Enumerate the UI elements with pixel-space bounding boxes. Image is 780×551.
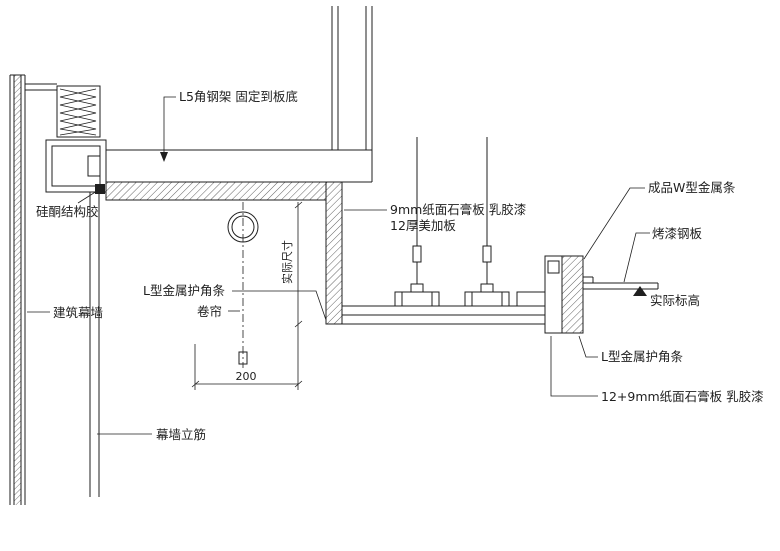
label-steel: 烤漆钢板 [652,226,703,241]
roller-curtain [227,202,259,368]
label-l5-angle: L5角钢架 固定到板底 [179,89,298,104]
elevation-marker-triangle [633,286,647,296]
arrow-down-icon [160,152,168,162]
steel-plate [583,276,659,296]
dimension-200-text: 200 [236,370,257,383]
label-w-strip: 成品W型金属条 [648,180,736,195]
label-silicone: 硅酮结构胶 [36,204,99,219]
leader-board129 [550,336,598,397]
label-level: 实际标高 [650,293,700,308]
hanger-carrier-2 [464,137,510,307]
carrier-channel [394,291,440,307]
w-strip-profile [547,260,560,274]
silicone-sealant-block [95,184,105,194]
leader-w-strip [583,187,645,260]
label-roller: 卷帘 [197,304,222,319]
roller-drum [227,211,259,243]
label-board129: 12+9mm纸面石膏板 乳胶漆 [601,389,764,404]
insulation-batt [56,85,101,138]
hanger-adjuster [482,245,492,263]
label-mega12: 12厚美加板 [390,218,456,233]
label-board9: 9mm纸面石膏板 乳胶漆 [390,202,526,217]
label-l-corner-right: L型金属护角条 [601,349,683,364]
leader-silicone [77,190,98,204]
leader-l5-angle [163,96,176,152]
bulkhead-board [325,181,343,325]
dimension-actual-size-text: 实际尺寸 [280,240,294,284]
label-stud: 幕墙立筋 [156,427,206,442]
carrier-channel [464,291,510,307]
dimension-lines [191,201,303,390]
ceiling-boards [326,305,545,325]
leader-steel [623,232,650,283]
roller-bottom-bar [238,351,248,365]
edge-assembly [544,255,584,334]
curtainwall-stud [89,192,100,497]
soffit-board-band [105,181,327,201]
leader-l-corner-left [232,290,327,321]
leader-lines [27,96,650,435]
hanger-adjuster [412,245,422,263]
mullion-profile [45,139,107,194]
hanger-clip [410,283,424,293]
leader-l-corner-right [578,335,598,358]
label-curtain-wall: 建筑幕墙 [53,305,103,320]
hanger-carrier-1 [394,137,440,307]
label-l-corner-left: L型金属护角条 [143,283,225,298]
hanger-clip [480,283,494,293]
carrier-channel-partial [516,291,546,307]
curtain-wall-section [9,74,57,505]
